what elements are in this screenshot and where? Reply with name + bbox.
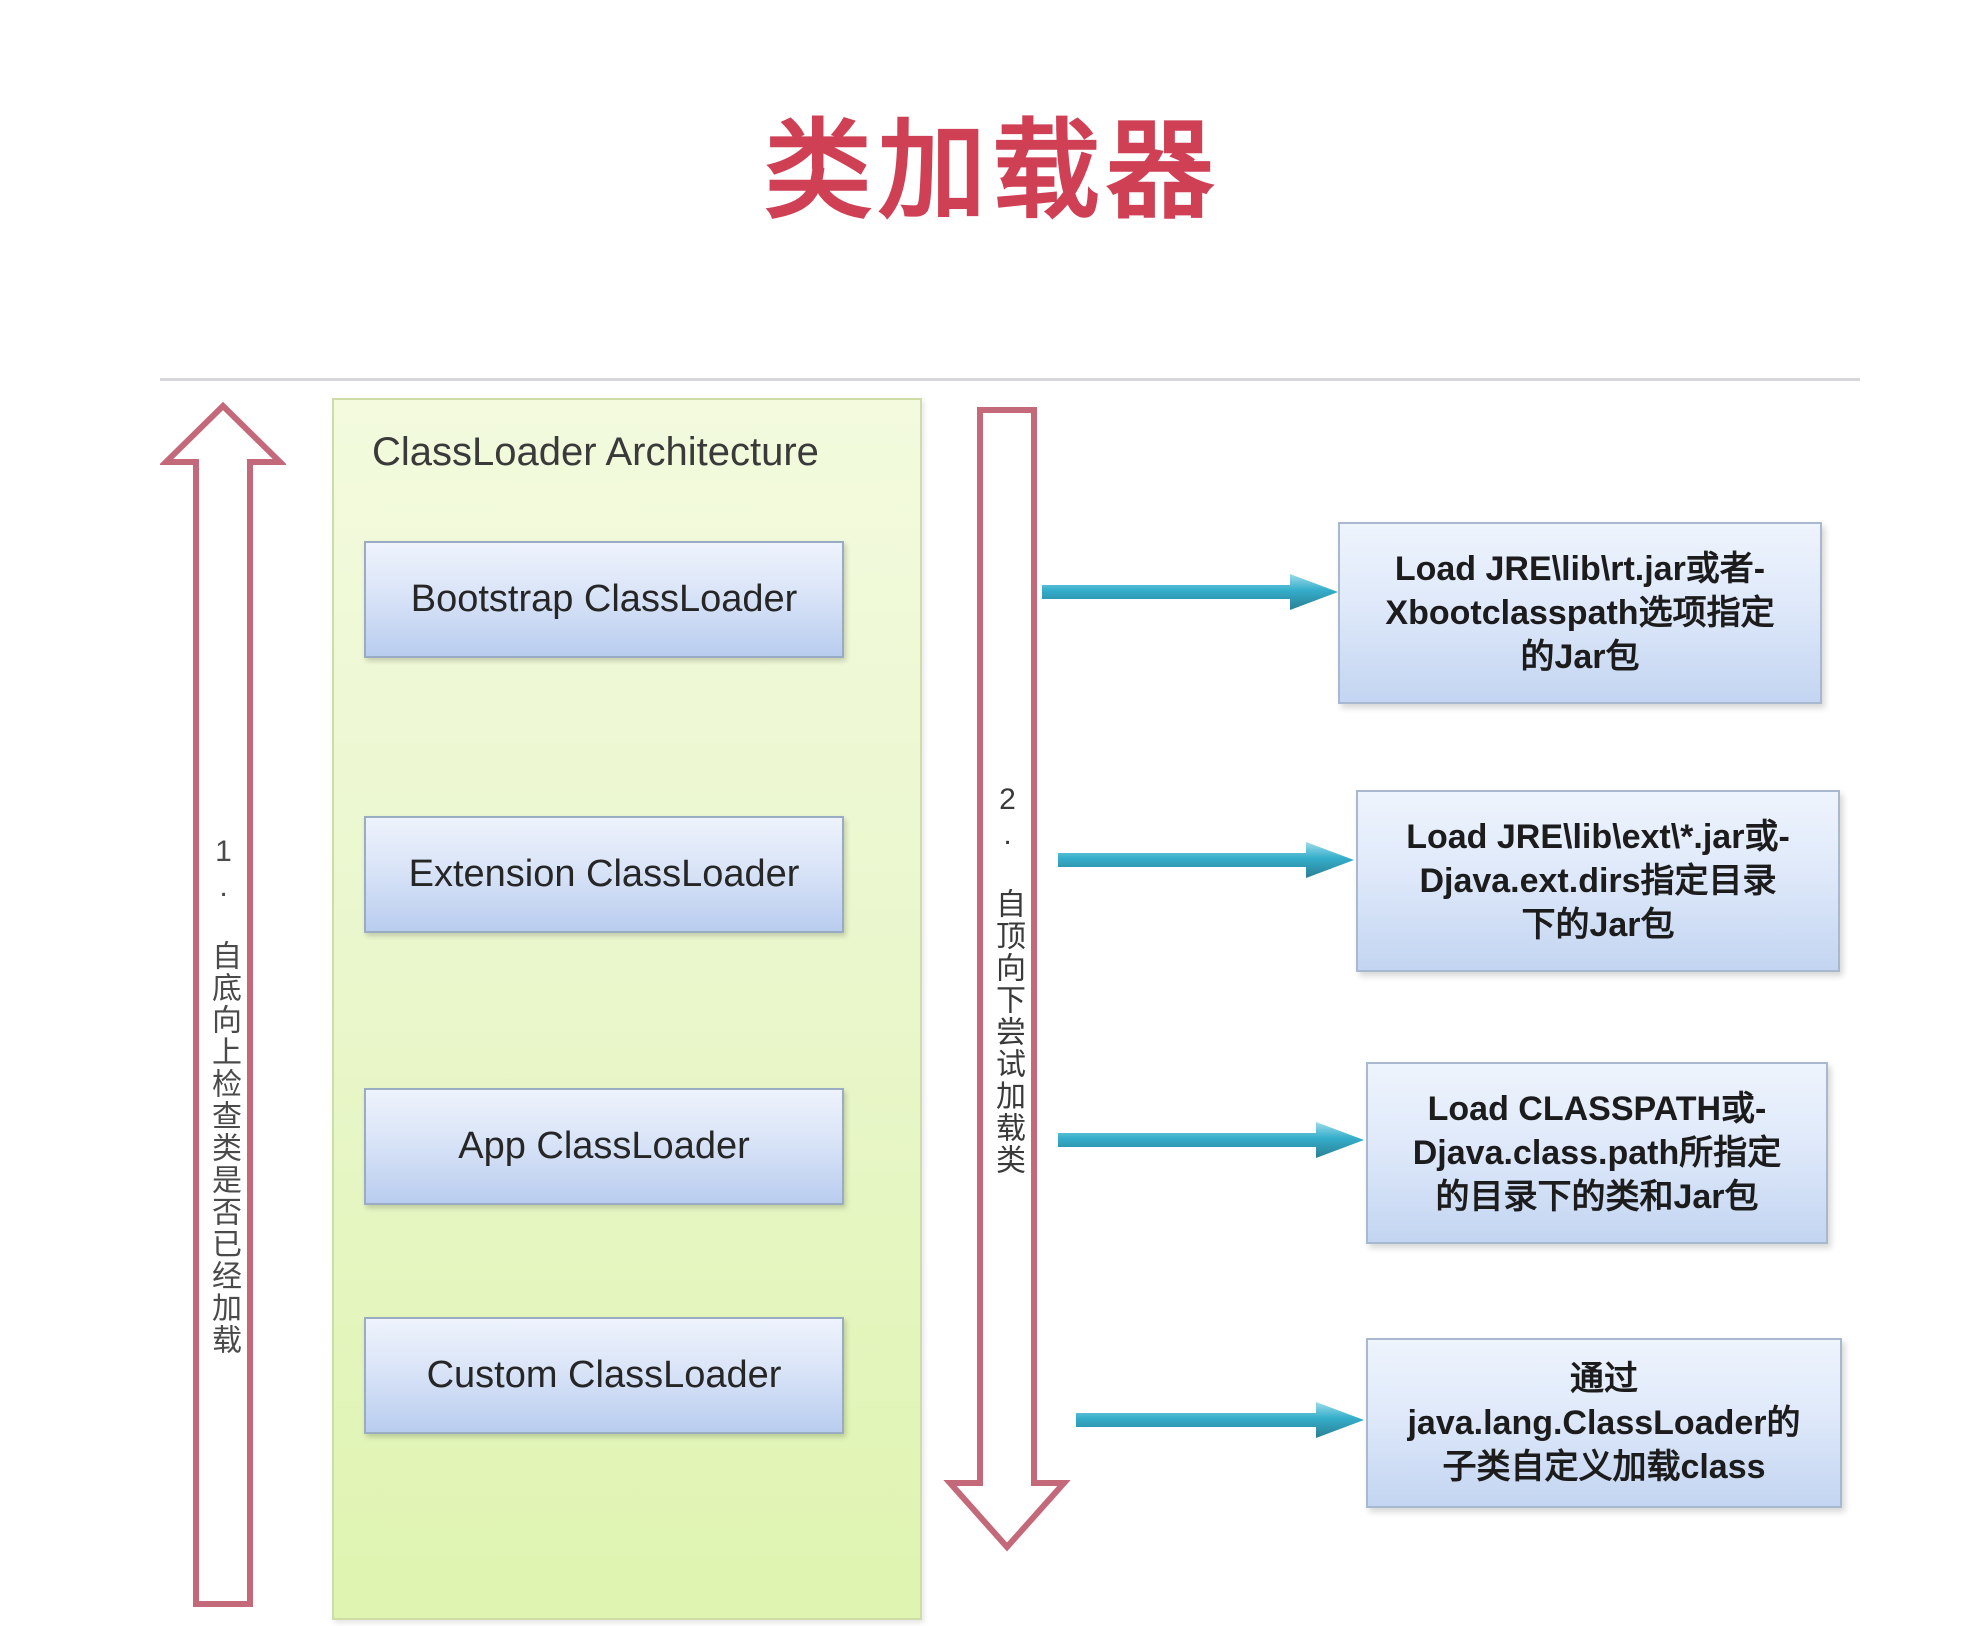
top-down-load-arrow-label-wrap: 2. 自顶向下尝试加载类 <box>942 405 1072 1553</box>
bottom-up-check-arrow-label-wrap: 1. 自底向上检查类是否已经加载 <box>160 400 286 1610</box>
desc-line: Load CLASSPATH或- <box>1427 1089 1767 1128</box>
top-down-load-arrow <box>943 407 1071 1552</box>
desc-line: 通过 <box>1570 1359 1638 1398</box>
desc-line: Djava.ext.dirs指定目录 <box>1419 861 1777 900</box>
desc-line: 的目录下的类和Jar包 <box>1435 1178 1759 1217</box>
architecture-panel-title: ClassLoader Architecture <box>372 430 819 474</box>
custom-description-box: 通过 java.lang.ClassLoader的 子类自定义加载class <box>1366 1338 1842 1508</box>
app-connector-arrow <box>1058 1122 1364 1158</box>
bottom-up-check-arrow <box>160 401 286 1607</box>
loader-box-bootstrap[interactable]: Bootstrap ClassLoader <box>364 541 844 658</box>
horizontal-divider <box>160 378 1860 381</box>
extension-connector-arrow <box>1058 842 1354 878</box>
custom-connector-arrow <box>1076 1402 1364 1438</box>
desc-line: java.lang.ClassLoader的 <box>1407 1403 1801 1442</box>
desc-line: Load JRE\lib\ext\*.jar或- <box>1406 817 1790 856</box>
loader-box-extension[interactable]: Extension ClassLoader <box>364 816 844 933</box>
desc-line: 下的Jar包 <box>1521 906 1675 945</box>
extension-description-box: Load JRE\lib\ext\*.jar或- Djava.ext.dirs指… <box>1356 790 1840 972</box>
bootstrap-connector-arrow <box>1042 574 1338 610</box>
desc-line: 子类自定义加载class <box>1442 1448 1766 1487</box>
app-description-box: Load CLASSPATH或- Djava.class.path所指定 的目录… <box>1366 1062 1828 1244</box>
desc-line: Xbootclasspath选项指定 <box>1385 593 1775 632</box>
page-title: 类加载器 <box>763 109 1220 234</box>
loader-box-app[interactable]: App ClassLoader <box>364 1088 844 1205</box>
bottom-up-check-arrow-label: 1. 自底向上检查类是否已经加载 <box>207 834 240 1356</box>
loader-box-custom[interactable]: Custom ClassLoader <box>364 1317 844 1434</box>
desc-line: Djava.class.path所指定 <box>1412 1133 1782 1172</box>
bootstrap-description-box: Load JRE\lib\rt.jar或者- Xbootclasspath选项指… <box>1338 522 1822 704</box>
desc-line: Load JRE\lib\rt.jar或者- <box>1394 549 1766 588</box>
top-down-load-arrow-label: 2. 自顶向下尝试加载类 <box>991 782 1024 1176</box>
desc-line: 的Jar包 <box>1520 638 1640 677</box>
